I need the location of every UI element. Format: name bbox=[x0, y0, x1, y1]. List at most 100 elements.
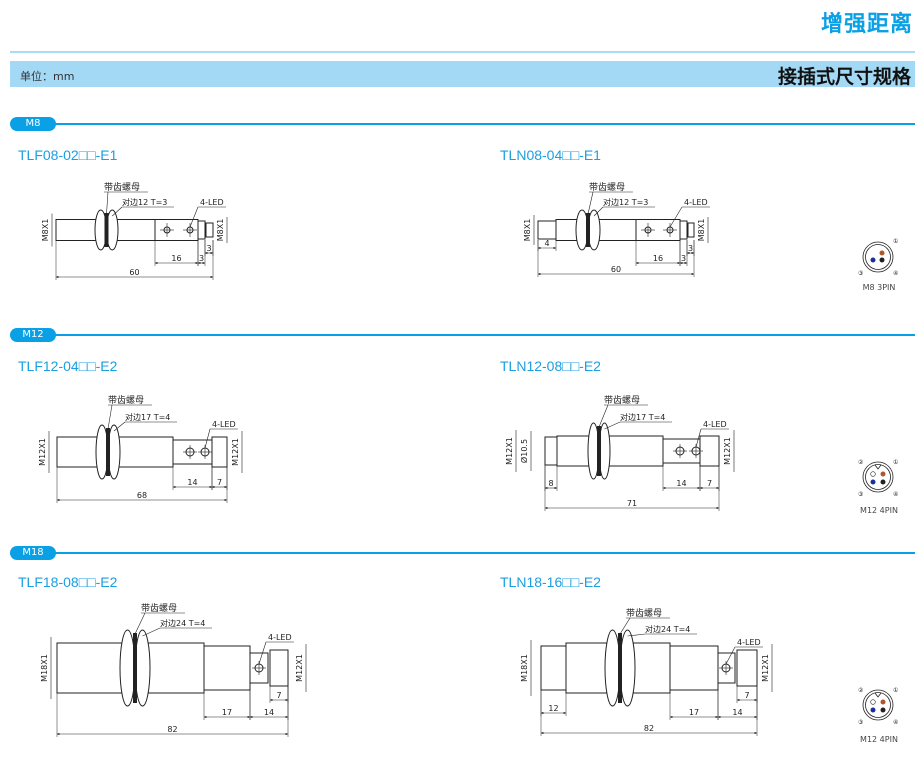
dimension-value: 17 bbox=[222, 708, 232, 717]
unit-label: 单位：mm bbox=[20, 70, 75, 83]
pin-number: ① bbox=[893, 459, 898, 466]
sensor-body bbox=[544, 436, 558, 466]
leader-line bbox=[587, 191, 594, 215]
sensor-body bbox=[197, 220, 206, 240]
dimension-value: 3 bbox=[688, 244, 693, 253]
pin-brown bbox=[879, 250, 885, 256]
sensor-body bbox=[205, 222, 214, 238]
dimension-value: 8 bbox=[548, 479, 553, 488]
dimension-value: 12 bbox=[548, 704, 558, 713]
dimension-value: 68 bbox=[137, 491, 147, 500]
sensor-body bbox=[211, 436, 228, 468]
leader-line bbox=[204, 428, 211, 449]
toothed-washer bbox=[106, 428, 110, 476]
pin-brown bbox=[880, 699, 886, 705]
leader-line bbox=[107, 404, 113, 430]
pin-white bbox=[870, 471, 876, 477]
wrench-size-label: 对边12 T=3 bbox=[122, 197, 167, 207]
sensor-body bbox=[537, 220, 557, 240]
leader-line bbox=[142, 627, 161, 637]
thread-label: M12X1 bbox=[38, 438, 47, 466]
sensor-body bbox=[679, 220, 688, 240]
dimension-value: 7 bbox=[217, 478, 222, 487]
dimension-value: 60 bbox=[129, 268, 139, 277]
thread-label: M8X1 bbox=[216, 219, 225, 242]
thread-label: M18X1 bbox=[40, 654, 49, 682]
wrench-size-label: 对边17 T=4 bbox=[620, 412, 665, 422]
dimension-value: 16 bbox=[171, 254, 181, 263]
pin-number: ④ bbox=[893, 491, 898, 498]
pin-label: M12 4PIN bbox=[860, 735, 898, 744]
sensor-body bbox=[669, 645, 719, 691]
sensor-body bbox=[687, 222, 695, 238]
section-m18: M18 bbox=[10, 546, 915, 560]
dimension-value: 3 bbox=[206, 244, 211, 253]
pin-number: ① bbox=[893, 687, 898, 694]
leader-line bbox=[593, 206, 604, 217]
led-label: 4-LED bbox=[684, 198, 708, 207]
wrench-size-label: 对边24 T=4 bbox=[645, 624, 690, 634]
connector-outline bbox=[865, 244, 891, 270]
dimension-value: 4 bbox=[544, 239, 549, 248]
leader-line bbox=[695, 428, 702, 448]
pin-blue bbox=[870, 479, 876, 485]
pin-blue bbox=[870, 257, 876, 263]
thread-label: M8X1 bbox=[41, 219, 50, 242]
dimension-value: 71 bbox=[627, 499, 637, 508]
model-title: TLF12-04□□-E2 bbox=[18, 358, 118, 374]
nut bbox=[119, 629, 136, 707]
wrench-size-label: 对边24 T=4 bbox=[160, 618, 205, 628]
nut-label: 带齿螺母 bbox=[626, 608, 662, 619]
section-line bbox=[50, 552, 915, 554]
pin-number: ③ bbox=[858, 270, 863, 277]
leader-line bbox=[598, 404, 609, 428]
nut-label: 带齿螺母 bbox=[141, 603, 177, 614]
dimension-value: 14 bbox=[732, 708, 742, 717]
leader-line bbox=[134, 612, 146, 635]
pin-label: M12 4PIN bbox=[860, 506, 898, 515]
section-line bbox=[50, 123, 915, 125]
leader-line bbox=[627, 633, 646, 637]
connector-outline bbox=[865, 464, 891, 490]
pin-number: ② bbox=[858, 687, 864, 694]
section-pill: M18 bbox=[10, 546, 56, 560]
pin-black bbox=[880, 479, 886, 485]
connector-outline bbox=[862, 689, 894, 721]
pin-number: ② bbox=[858, 459, 864, 466]
leader-line bbox=[112, 206, 123, 217]
sensor-body bbox=[540, 645, 567, 691]
divider bbox=[10, 51, 915, 53]
thread-label: M12X1 bbox=[231, 438, 240, 466]
nut bbox=[619, 629, 636, 707]
leader-line bbox=[113, 421, 126, 432]
toothed-washer bbox=[618, 633, 622, 703]
nut-label: 带齿螺母 bbox=[104, 182, 140, 193]
sensor-body bbox=[736, 649, 758, 687]
toothed-washer bbox=[104, 213, 109, 247]
key-notch bbox=[874, 464, 882, 470]
toothed-washer bbox=[586, 213, 590, 247]
thread-label: M12X1 bbox=[505, 437, 514, 465]
pin-brown bbox=[880, 471, 886, 477]
leader-line bbox=[604, 421, 621, 430]
model-title: TLF18-08□□-E2 bbox=[18, 574, 118, 590]
dimension-value: 17 bbox=[689, 708, 699, 717]
pin-label: M8 3PIN bbox=[862, 283, 896, 292]
wrench-size-label: 对边12 T=3 bbox=[603, 197, 648, 207]
sensor-body bbox=[269, 649, 289, 687]
led-label: 4-LED bbox=[703, 420, 727, 429]
pin-number: ③ bbox=[858, 719, 863, 726]
model-title: TLN18-16□□-E2 bbox=[500, 574, 601, 590]
connector-outline bbox=[865, 692, 891, 718]
dimension-value: 60 bbox=[611, 265, 621, 274]
leader-line bbox=[106, 191, 109, 215]
toothed-washer bbox=[133, 633, 137, 703]
pin-number: ③ bbox=[858, 491, 863, 498]
sensor-body bbox=[203, 645, 251, 691]
thread-label: M8X1 bbox=[523, 219, 532, 242]
dimension-value: 14 bbox=[676, 479, 686, 488]
thread-label: M18X1 bbox=[520, 654, 529, 682]
section-title: 接插式尺寸规格 bbox=[777, 66, 911, 88]
led-label: 4-LED bbox=[212, 420, 236, 429]
